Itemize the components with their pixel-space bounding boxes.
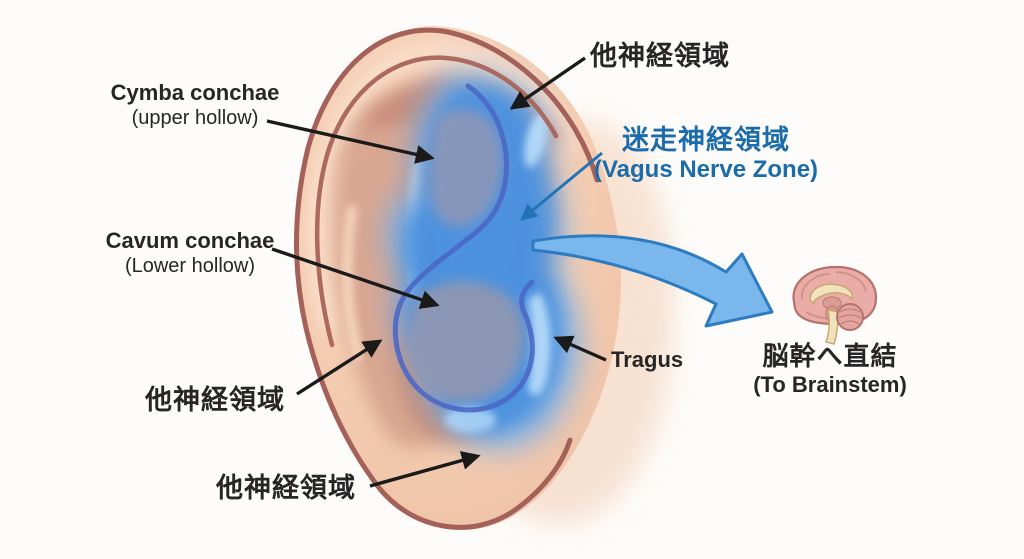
cyan-highlight-2 (444, 407, 496, 433)
cavum-interior (408, 281, 525, 403)
ear-illustration (294, 26, 672, 531)
cymba-title: Cymba conchae (110, 80, 280, 105)
label-to-brainstem: 脳幹へ直結 (To Brainstem) (753, 341, 907, 399)
skin-highlight-2 (342, 205, 363, 360)
black-arrows (266, 56, 607, 488)
arrow-cavum (271, 247, 440, 309)
arrow-tragus (553, 335, 607, 362)
label-other-nerve-left: 他神経領域 (145, 385, 285, 415)
label-other-nerve-bottom: 他神経領域 (216, 473, 356, 503)
label-other-nerve-top: 他神経領域 (590, 41, 730, 71)
label-cavum-conchae: Cavum conchae (Lower hollow) (106, 228, 275, 278)
brain-icon (792, 265, 878, 345)
cavum-title: Cavum conchae (105, 228, 275, 253)
tragus-highlight (528, 292, 551, 396)
cavum-subtitle: (Lower hollow) (124, 255, 256, 278)
arrow-other-bottom (369, 451, 481, 488)
cymba-subtitle: (upper hollow) (131, 107, 259, 130)
vagus-nerve-zone (384, 70, 582, 452)
corpus-callosum (809, 283, 854, 305)
brainstem-subtitle: (To Brainstem) (753, 372, 907, 398)
cymba-interior (429, 109, 503, 227)
cyan-highlight-1 (524, 112, 548, 168)
arrow-other-left (296, 339, 383, 396)
arrow-cymba (266, 119, 435, 164)
ear-contour (294, 27, 600, 530)
label-tragus: Tragus (611, 347, 684, 372)
label-cymba-conchae: Cymba conchae (upper hollow) (111, 80, 280, 130)
vagus-subtitle: (Vagus Nerve Zone) (593, 156, 819, 184)
curved-arrow-to-brainstem (531, 234, 774, 328)
cerebellum-folds (838, 308, 862, 325)
arrow-vagus-blue (520, 151, 603, 221)
concha-outline (392, 83, 535, 413)
brainstem-title: 脳幹へ直結 (762, 341, 898, 371)
arrow-other-top (509, 56, 586, 110)
label-vagus-nerve-zone: 迷走神経領域 (Vagus Nerve Zone) (594, 124, 818, 185)
inner-helix-fold (314, 55, 559, 348)
vagus-title: 迷走神経領域 (622, 125, 790, 155)
